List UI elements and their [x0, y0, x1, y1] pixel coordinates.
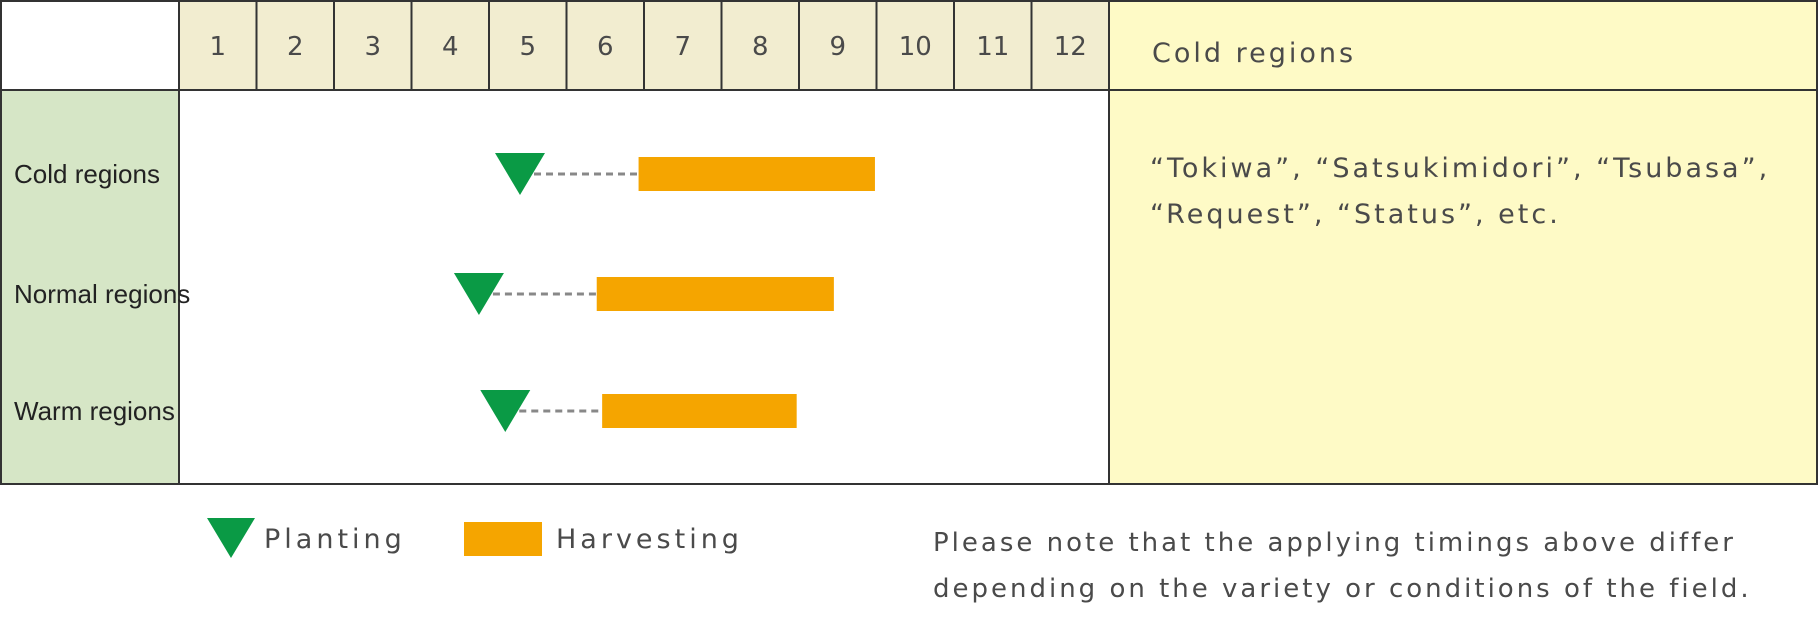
legend-planting-triangle — [207, 518, 255, 558]
legend-planting: Planting — [206, 518, 406, 560]
planting-marker-cold-regions — [495, 153, 545, 195]
month-label-6: 6 — [597, 32, 614, 62]
side-panel-varieties: “Tokiwa”, “Satsukimidori”, “Tsubasa”, “R… — [1150, 153, 1771, 230]
planting-marker-normal-regions — [453, 273, 504, 315]
month-label-11: 11 — [976, 32, 1009, 62]
month-label-2: 2 — [287, 32, 304, 62]
month-label-12: 12 — [1054, 32, 1087, 62]
month-label-5: 5 — [519, 32, 536, 62]
month-label-3: 3 — [364, 32, 381, 62]
harvest-bar-cold-regions — [638, 157, 875, 191]
month-label-1: 1 — [209, 32, 226, 62]
harvest-bar-warm-regions — [602, 394, 797, 428]
month-label-10: 10 — [899, 32, 932, 62]
side-panel — [1109, 1, 1817, 484]
row-label-column — [1, 90, 179, 484]
chart-marks — [453, 153, 875, 432]
month-label-8: 8 — [752, 32, 769, 62]
month-label-7: 7 — [674, 32, 691, 62]
legend-harvesting: Harvesting — [464, 518, 743, 560]
legend-harvesting-icon — [464, 522, 542, 556]
legend-planting-icon — [207, 518, 255, 558]
month-label-9: 9 — [829, 32, 846, 62]
planting-marker-warm-regions — [480, 390, 531, 432]
harvest-bar-normal-regions — [596, 277, 834, 311]
table-border — [0, 0, 1818, 485]
row-label-normal-regions: Normal regions — [14, 279, 190, 309]
side-panel-heading: Cold regions — [1152, 38, 1356, 69]
legend-harvesting-swatch — [464, 522, 542, 556]
legend-harvesting-label: Harvesting — [556, 523, 743, 555]
footnote: Please note that the applying timings ab… — [933, 528, 1752, 604]
row-label-warm-regions: Warm regions — [14, 396, 175, 426]
corner-cell — [1, 1, 179, 90]
row-label-cold-regions: Cold regions — [14, 159, 160, 189]
legend-planting-label: Planting — [264, 523, 406, 555]
month-dividers — [255, 1, 1033, 90]
table-grid — [0, 0, 1818, 485]
month-label-4: 4 — [442, 32, 459, 62]
